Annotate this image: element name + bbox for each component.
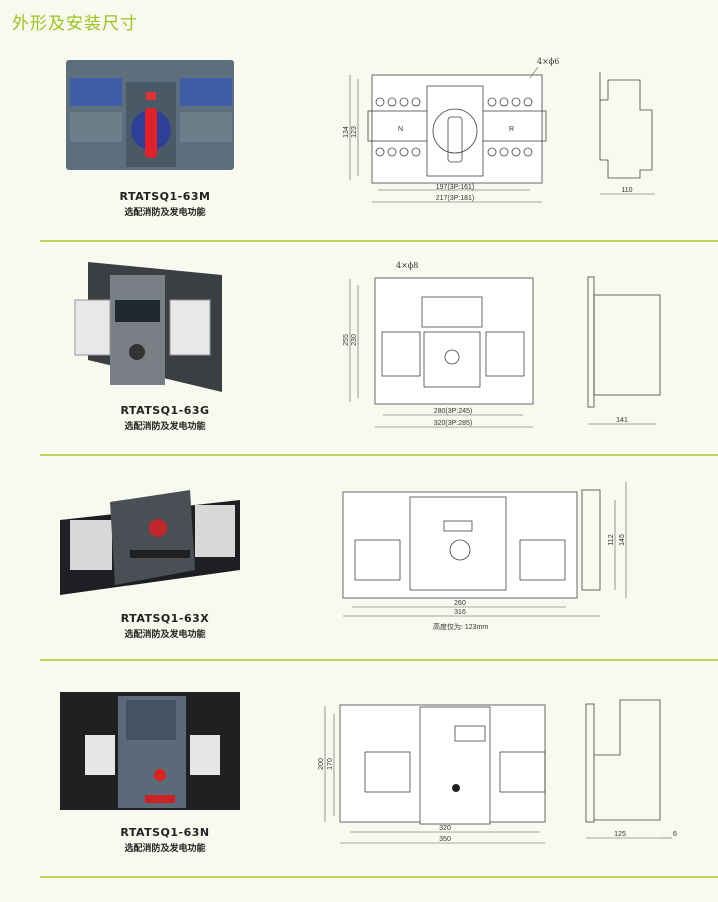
product-photo-63n (60, 692, 240, 810)
dim-height-inner: 123 (351, 126, 358, 138)
dim-height-inner: 112 (608, 534, 615, 545)
product-photo-63g (74, 262, 222, 392)
model-name: RTATSQ1-63X (120, 612, 210, 625)
dim-height-outer: 134 (343, 126, 350, 138)
dim-width-outer: 316 (454, 609, 466, 616)
dim-width-inner: 260 (454, 600, 466, 607)
dim-width-outer: 320(3P:285) (434, 420, 473, 427)
dimension-drawing-63m: N R 4×ϕ6 134 123 197(3P:161) 217(3P:181)… (343, 57, 655, 203)
dimension-drawing-63x: 260 316 112 145 高度仅为: 123mm (342, 482, 627, 631)
dim-height-outer: 255 (343, 334, 350, 346)
dim-height-outer: 145 (619, 534, 626, 546)
product-caption: RTATSQ1-63G 选配消防及发电功能 (80, 404, 250, 432)
dim-holes: 4×ϕ8 (396, 261, 418, 270)
dim-height-outer: 200 (318, 758, 325, 770)
label-r: R (509, 126, 514, 133)
product-caption: RTATSQ1-63X 选配消防及发电功能 (80, 612, 250, 640)
section-divider (40, 876, 718, 878)
model-name: RTATSQ1-63M (119, 190, 211, 203)
product-photo-63x (60, 490, 240, 595)
dimension-drawing-63g: 4×ϕ8 255 230 280(3P:245) 320(3P:285) 141 (343, 261, 661, 428)
dim-depth: 141 (616, 417, 628, 424)
section-divider (40, 454, 718, 456)
dim-offset: 6 (673, 831, 677, 838)
dim-holes: 4×ϕ6 (537, 57, 559, 66)
label-n: N (398, 126, 403, 133)
section-divider (40, 659, 718, 661)
model-subtitle: 选配消防及发电功能 (124, 630, 206, 640)
model-subtitle: 选配消防及发电功能 (124, 422, 206, 432)
dim-depth: 125 (614, 831, 626, 838)
dimension-drawing-63n: 200 170 320 350 125 6 (318, 699, 677, 844)
dim-height-inner: 170 (327, 758, 334, 770)
dim-width-inner: 320 (439, 825, 451, 832)
dim-width-outer: 217(3P:181) (436, 195, 475, 202)
page-title: 外形及安装尺寸 (12, 14, 138, 34)
model-subtitle: 选配消防及发电功能 (124, 844, 206, 854)
dim-width-inner: 280(3P:245) (434, 408, 473, 415)
dim-depth: 110 (621, 187, 632, 194)
section-divider (40, 240, 718, 242)
height-note: 高度仅为: 123mm (433, 622, 488, 631)
model-subtitle: 选配消防及发电功能 (124, 208, 206, 218)
dim-width-outer: 350 (439, 836, 451, 843)
dim-width-inner: 197(3P:161) (436, 184, 475, 191)
dim-height-inner: 230 (351, 334, 358, 346)
product-photo-63m (66, 60, 234, 170)
product-caption: RTATSQ1-63M 选配消防及发电功能 (80, 190, 250, 218)
model-name: RTATSQ1-63G (120, 404, 210, 417)
product-caption: RTATSQ1-63N 选配消防及发电功能 (80, 826, 250, 854)
model-name: RTATSQ1-63N (120, 826, 210, 839)
